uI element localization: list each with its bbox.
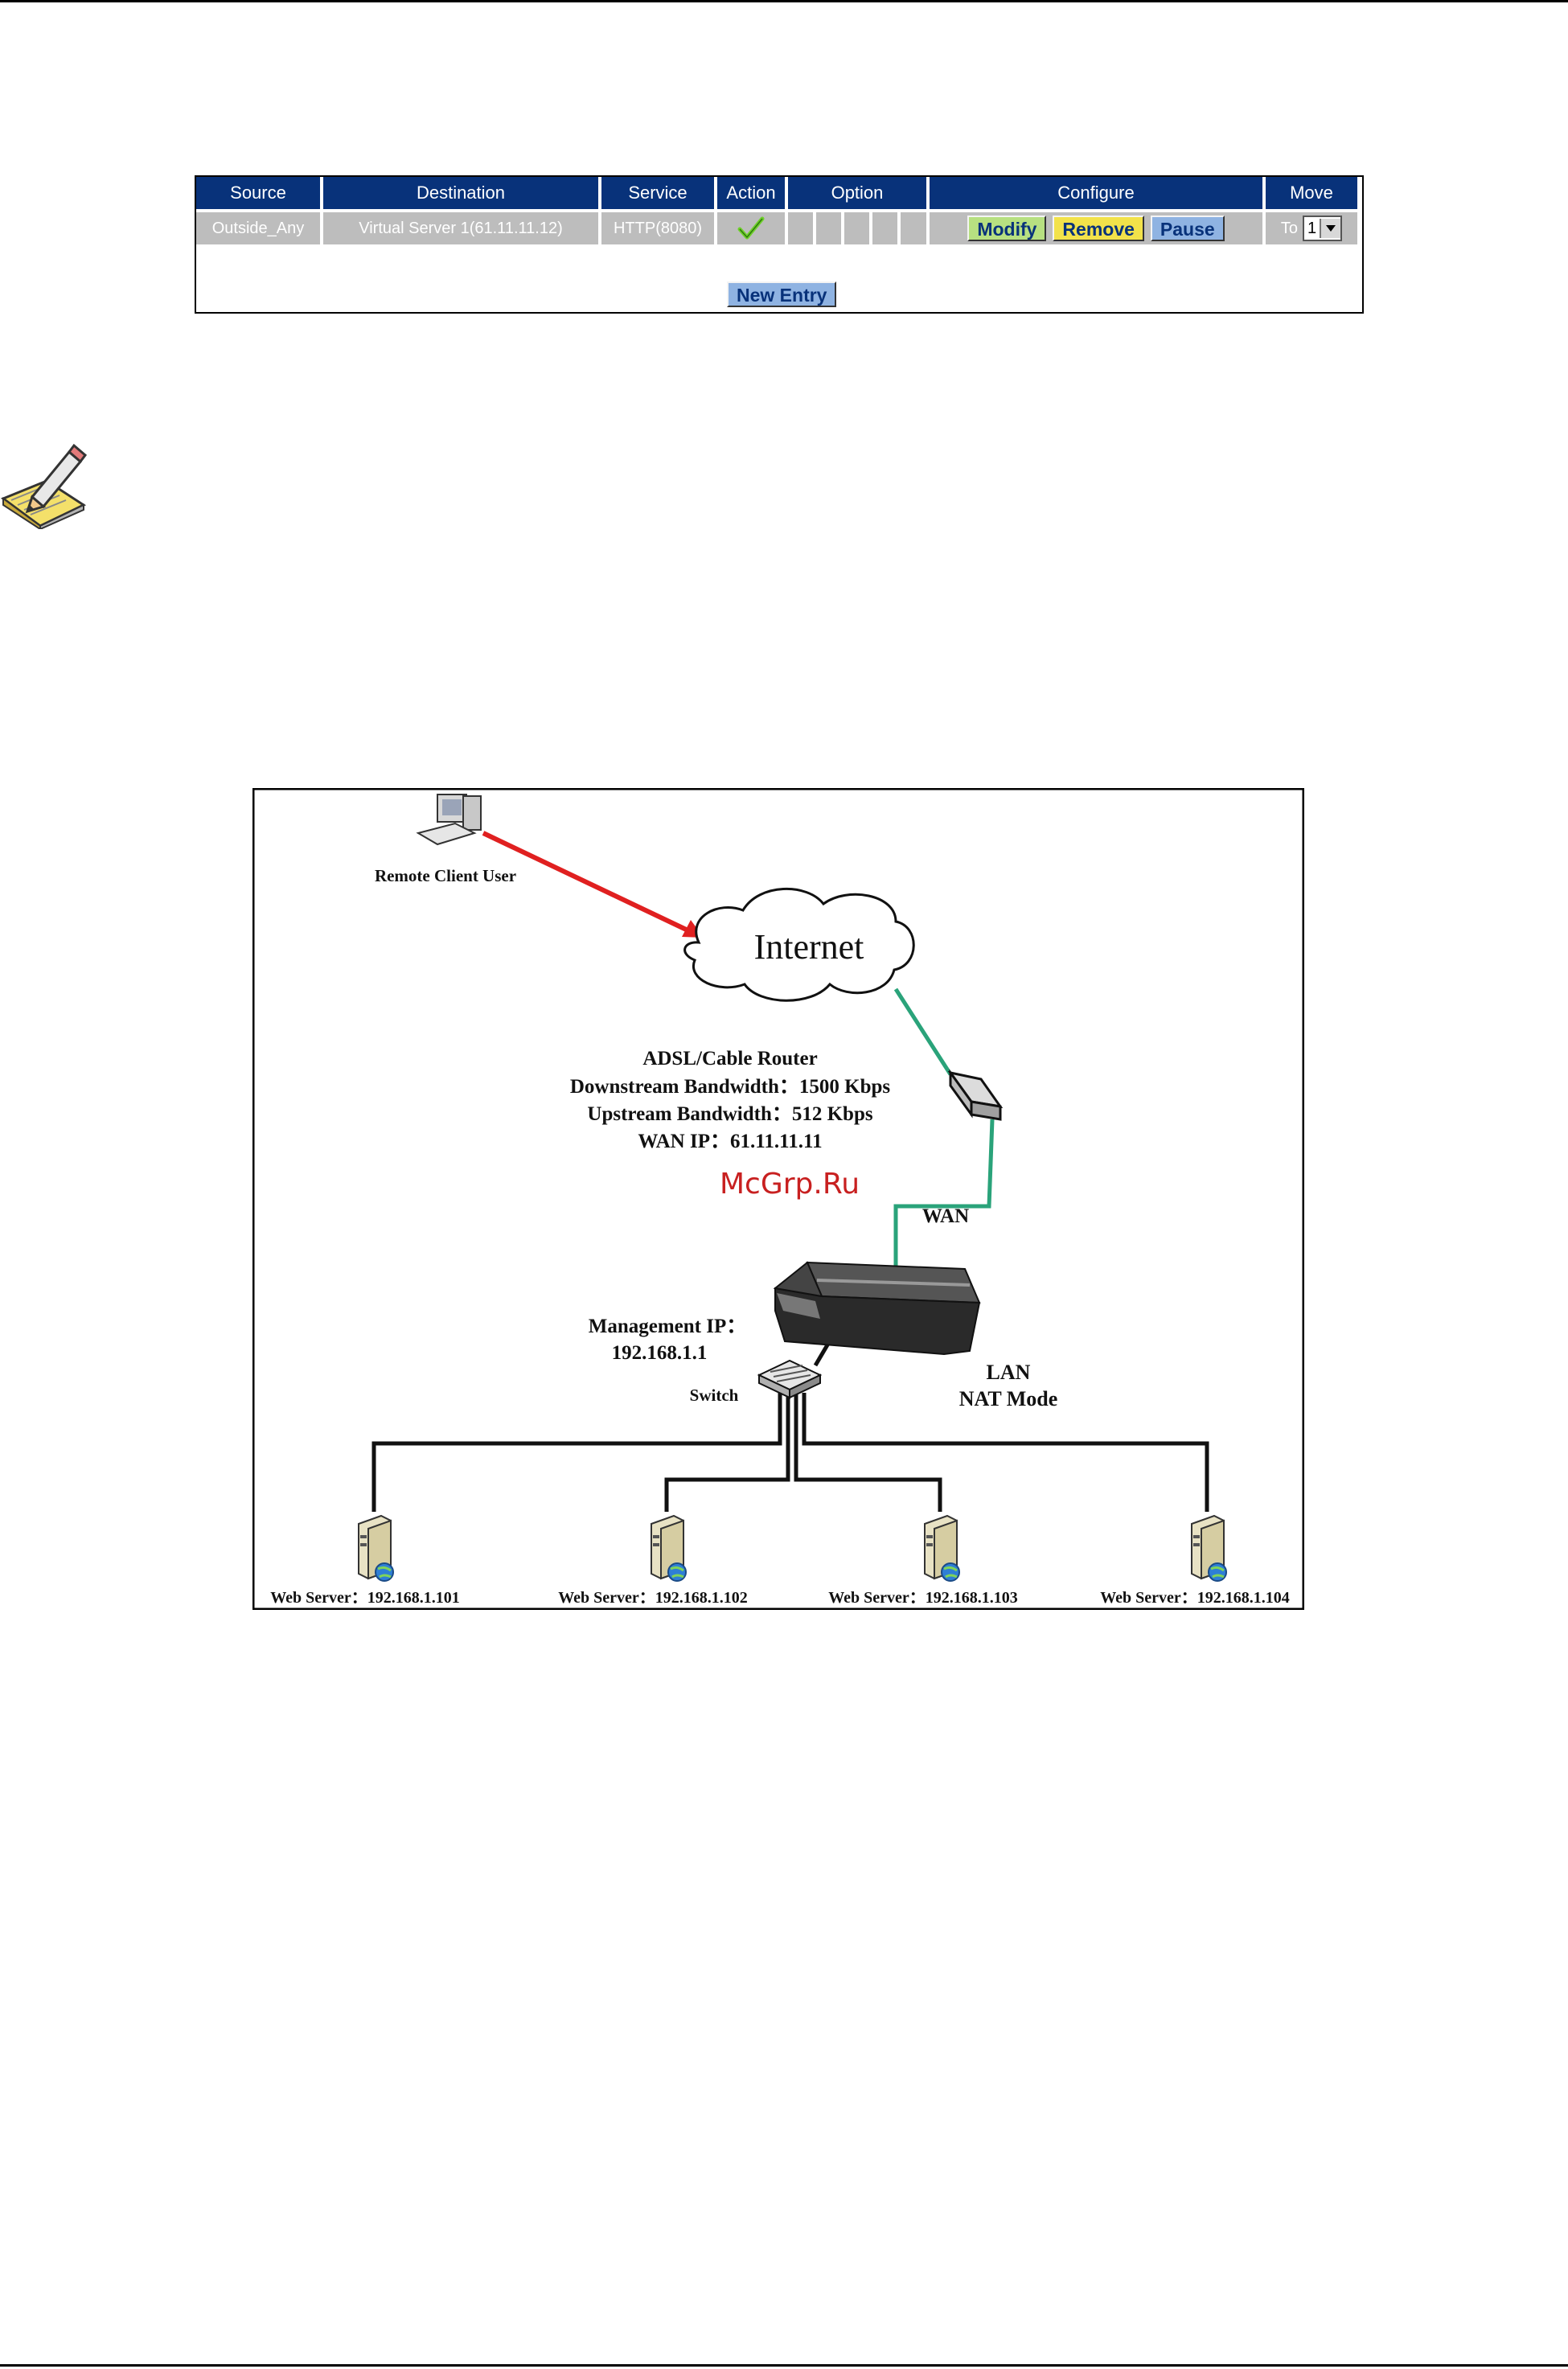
appliance-icon [773, 1261, 981, 1356]
server-label-1: Web Server：192.168.1.101 [270, 1589, 460, 1607]
upstream-bandwidth: Upstream Bandwidth：512 Kbps [587, 1103, 872, 1125]
switch-icon [757, 1359, 823, 1399]
switch-label: Switch [690, 1386, 739, 1405]
cell-option-3 [844, 212, 869, 244]
router-name: ADSL/Cable Router [642, 1048, 817, 1070]
modify-button[interactable]: Modify [967, 216, 1047, 241]
chevron-down-icon[interactable] [1320, 219, 1341, 238]
server-icon [924, 1514, 960, 1582]
header-destination: Destination [323, 177, 598, 209]
cell-option-1 [788, 212, 813, 244]
wan-link [893, 1119, 995, 1271]
server-label-4: Web Server：192.168.1.104 [1100, 1589, 1290, 1607]
policy-table: Source Destination Service Action Option… [195, 175, 1364, 314]
internet-cloud-icon [683, 888, 915, 1002]
move-prefix: To [1280, 219, 1298, 237]
cell-action [717, 212, 785, 244]
move-select[interactable]: 1 [1303, 216, 1343, 241]
table-header-row: Source Destination Service Action Option… [196, 177, 1357, 209]
remove-button[interactable]: Remove [1053, 216, 1144, 241]
new-entry-button[interactable]: New Entry [727, 281, 837, 307]
table-row: Outside_Any Virtual Server 1(61.11.11.12… [196, 212, 1357, 244]
cell-destination: Virtual Server 1(61.11.11.12) [323, 212, 598, 244]
network-diagram: Remote Client User Internet ADSL/Cable R… [252, 788, 1304, 1610]
move-select-value: 1 [1307, 219, 1317, 237]
cell-option-2 [816, 212, 841, 244]
server-label-3: Web Server：192.168.1.103 [828, 1589, 1018, 1607]
management-ip-label: Management IP： [589, 1316, 747, 1337]
watermark: McGrp.Ru [720, 1168, 860, 1201]
header-source: Source [196, 177, 320, 209]
wan-label: WAN [922, 1205, 969, 1227]
server-icon [1191, 1514, 1227, 1582]
checkmark-icon [737, 216, 765, 240]
internet-router-link [893, 987, 953, 1076]
internet-label: Internet [754, 927, 864, 967]
pause-button[interactable]: Pause [1150, 216, 1225, 241]
header-move: Move [1266, 177, 1357, 209]
cell-service: HTTP(8080) [601, 212, 714, 244]
client-internet-link [482, 831, 698, 937]
cell-option-4 [872, 212, 897, 244]
header-action: Action [717, 177, 785, 209]
server-label-2: Web Server：192.168.1.102 [558, 1589, 748, 1607]
pc-icon [416, 794, 482, 846]
cell-move: To 1 [1266, 212, 1357, 244]
header-configure: Configure [930, 177, 1262, 209]
note-pencil-icon [0, 443, 87, 529]
cell-configure: Modify Remove Pause [930, 212, 1262, 244]
cell-source: Outside_Any [196, 212, 320, 244]
remote-client-label: Remote Client User [375, 866, 516, 885]
bottom-rule [0, 2364, 1568, 2367]
downstream-bandwidth: Downstream Bandwidth：1500 Kbps [570, 1076, 891, 1098]
cell-option-5 [901, 212, 926, 244]
top-rule [0, 0, 1568, 2]
header-option: Option [788, 177, 926, 209]
lan-label: LAN [987, 1361, 1031, 1384]
management-ip: 192.168.1.1 [612, 1342, 708, 1364]
router-icon [947, 1069, 1004, 1121]
server-icon [651, 1514, 687, 1582]
wan-ip: WAN IP：61.11.11.11 [638, 1131, 822, 1152]
server-icon [358, 1514, 394, 1582]
header-service: Service [601, 177, 714, 209]
nat-mode-label: NAT Mode [959, 1387, 1058, 1410]
